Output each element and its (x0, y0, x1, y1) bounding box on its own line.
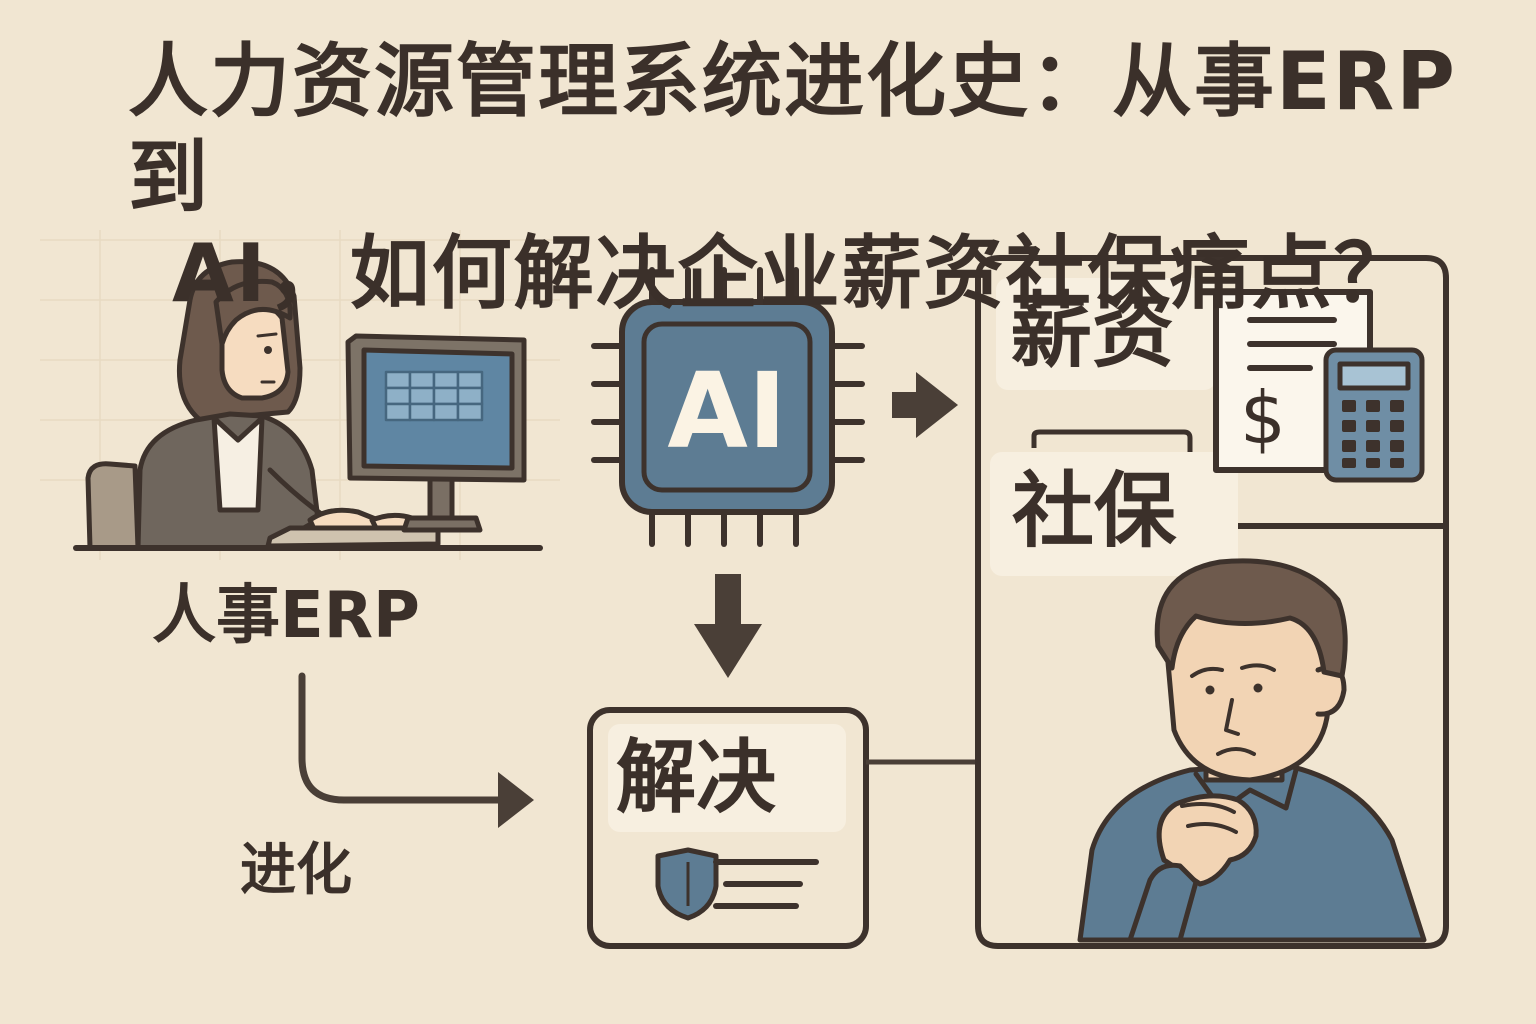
calculator-icon (1323, 347, 1425, 483)
social-label-bg (990, 452, 1238, 576)
salary-label-bg (996, 278, 1216, 390)
erp-label: 人事ERP (152, 579, 420, 653)
ai-chip-illustration (591, 267, 865, 547)
solve-label: 解决 (616, 731, 776, 824)
social-security-label: 社保 (1012, 464, 1177, 559)
page-title: 人力资源管理系统进化史：从事ERP到 AI，如何解决企业薪资社保痛点？ (0, 34, 1536, 322)
title-line-2: AI，如何解决企业薪资社保痛点？ (172, 227, 1416, 320)
social-tab (1031, 429, 1193, 456)
solve-box (587, 707, 869, 949)
arrow-evolve-head (498, 772, 534, 828)
ai-chip-label: AI (667, 350, 787, 472)
salary-label: 薪资 (1010, 284, 1175, 379)
arrow-ai-to-solve (694, 574, 762, 678)
worried-man-illustration (1077, 558, 1427, 943)
evolve-label: 进化 (240, 838, 352, 903)
arrow-evolve (298, 672, 512, 804)
woman-at-computer-illustration (73, 259, 543, 551)
title-line-1: 人力资源管理系统进化史：从事ERP到 (128, 35, 1457, 224)
dollar-sign: $ (1240, 376, 1286, 460)
arrow-ai-to-panel (892, 372, 958, 438)
